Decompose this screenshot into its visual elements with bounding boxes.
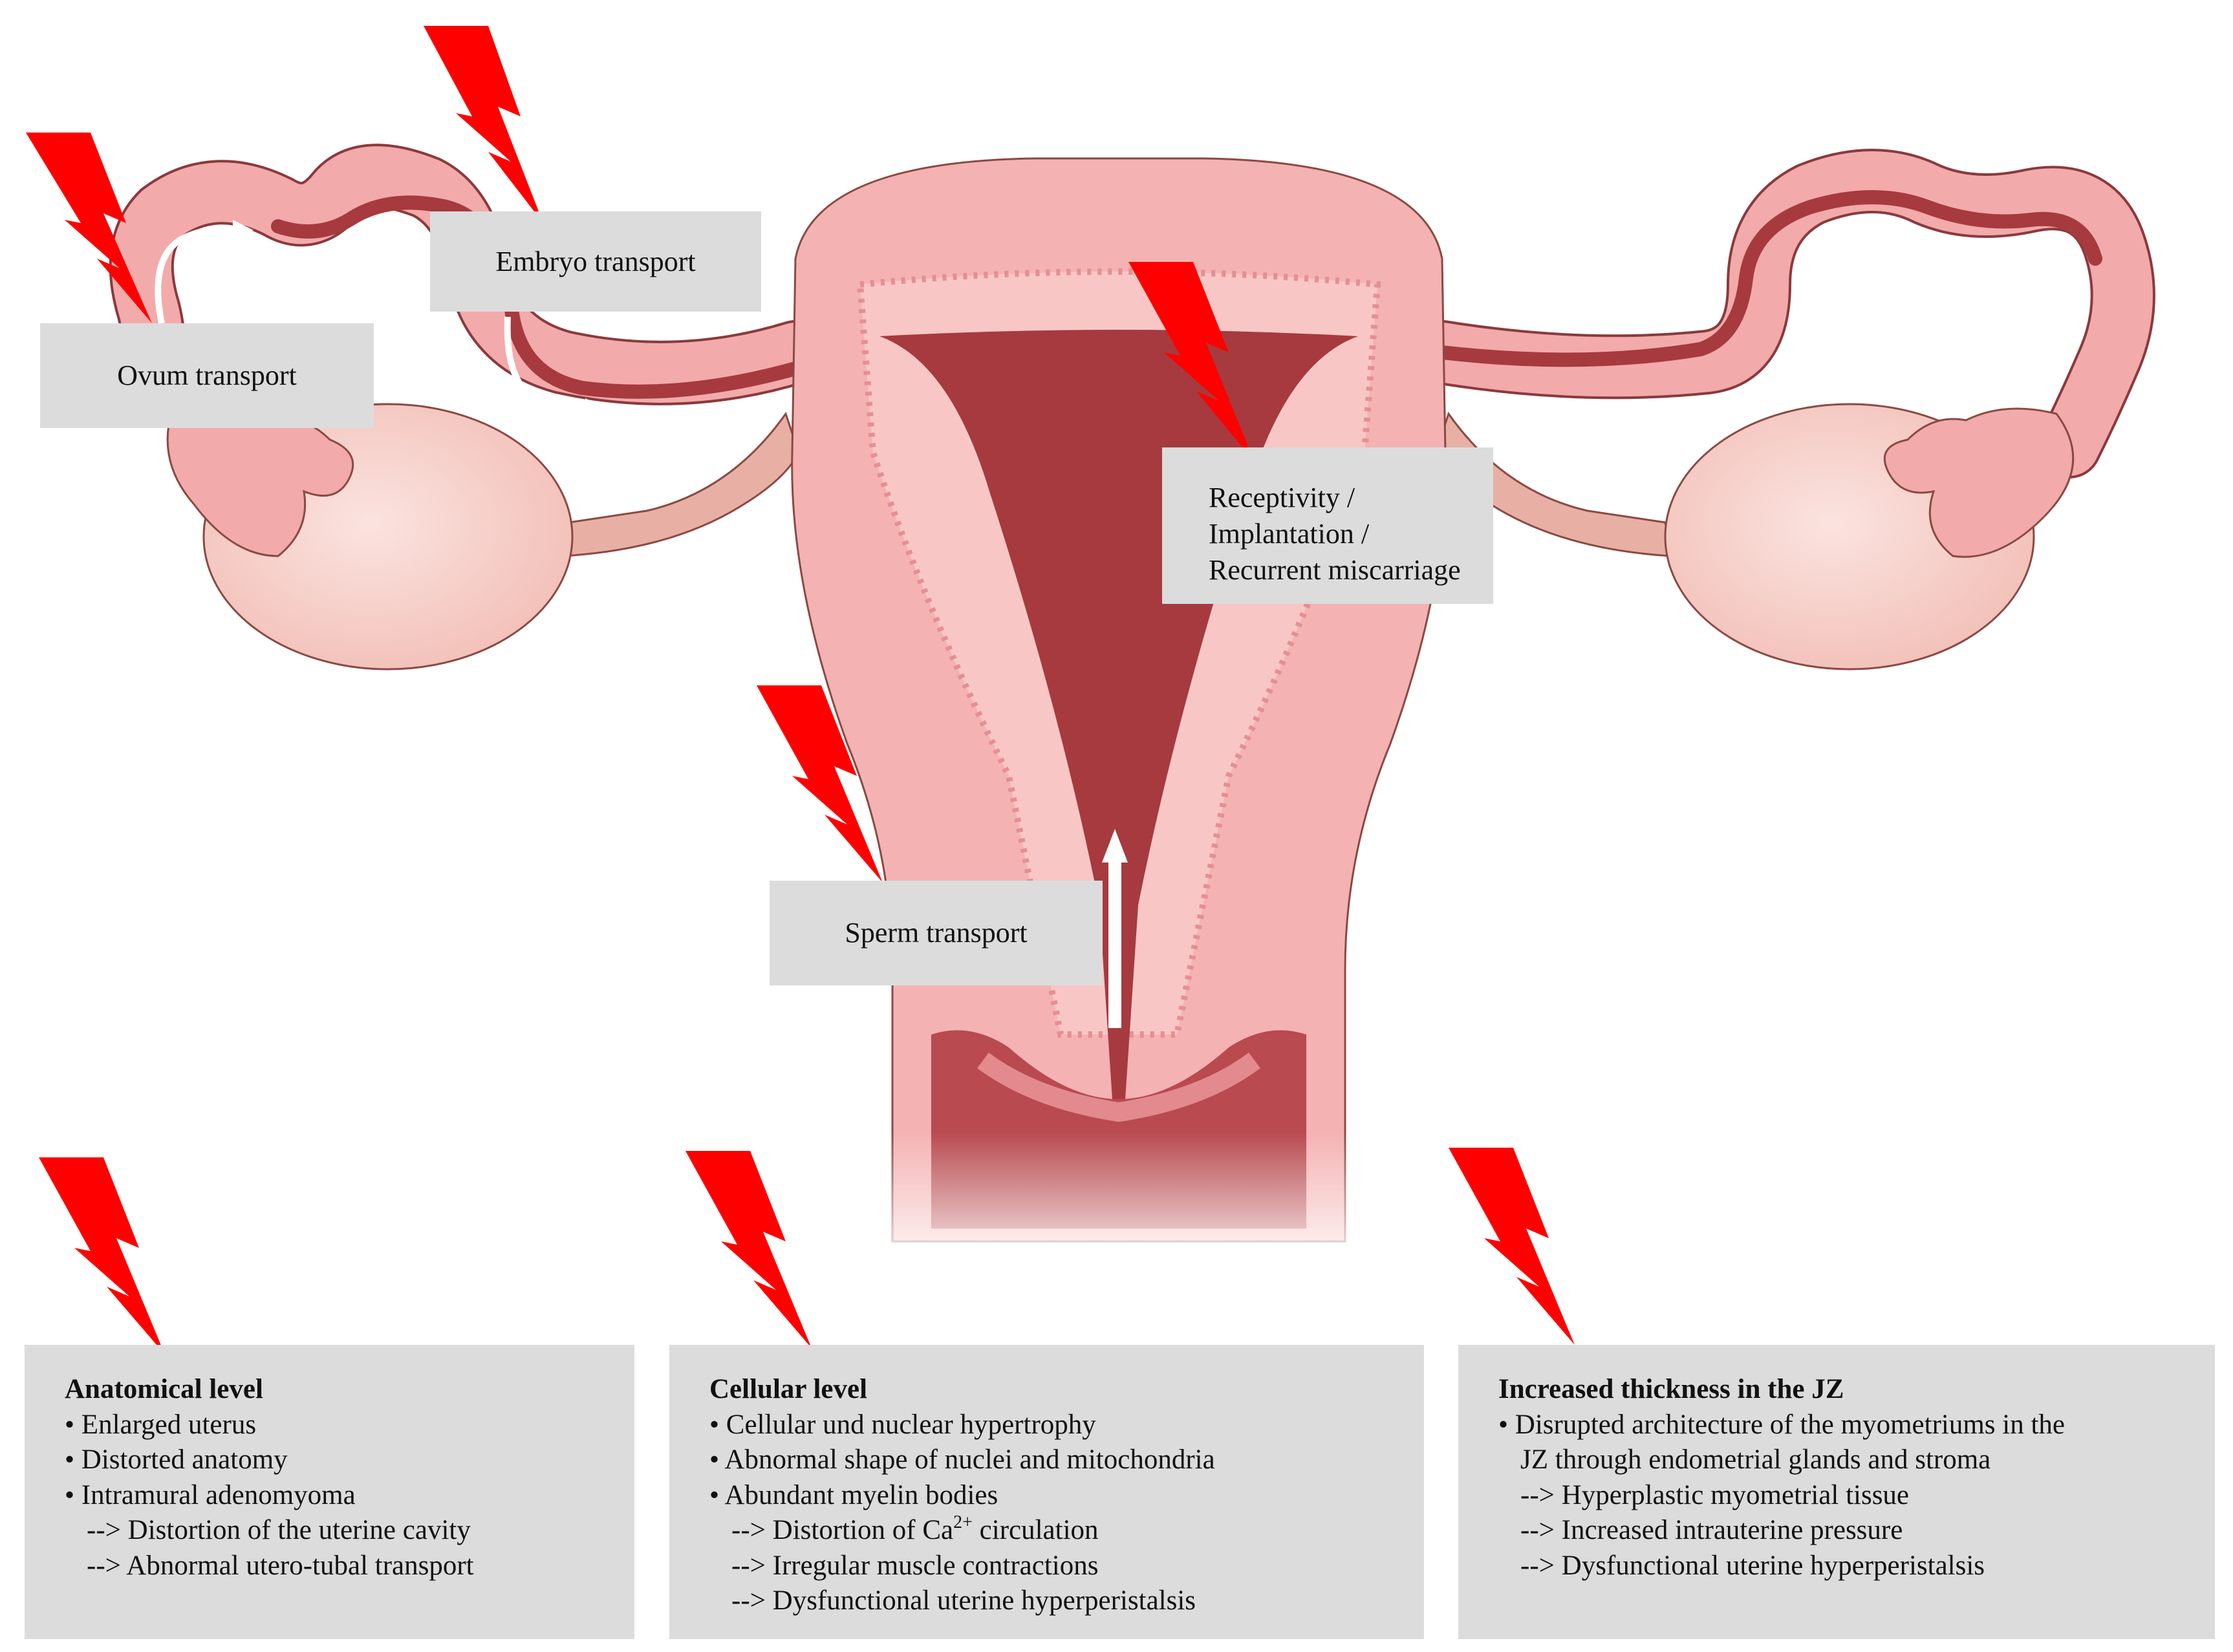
lightning-bolt-icon-4 — [757, 685, 883, 883]
cellular-sub-2: --> Irregular muscle contractions — [731, 1550, 1099, 1581]
lightning-bolt-icon-7 — [1449, 1148, 1575, 1345]
receptivity-label: Receptivity / Implantation / Recurrent m… — [1162, 447, 1493, 604]
right-fimbriae — [1883, 407, 2075, 558]
lightning-bolt-icon-6 — [685, 1151, 812, 1348]
anatomical-sub-2: --> Abnormal utero-tubal transport — [87, 1550, 474, 1581]
anatomical-bullet-3: • Intramural adenomyoma — [65, 1479, 356, 1510]
jz-bullet-1-continued: JZ through endometrial glands and stroma — [1520, 1444, 1991, 1475]
embryo-transport-text: Embryo transport — [495, 245, 696, 277]
jz-sub-2: --> Increased intrauterine pressure — [1520, 1515, 1903, 1545]
cellular-bullet-2: • Abnormal shape of nuclei and mitochond… — [709, 1444, 1215, 1475]
sperm-transport-text: Sperm transport — [845, 917, 1028, 949]
receptivity-line-3: Recurrent miscarriage — [1209, 554, 1461, 586]
cellular-sub-calcium: --> Distortion of Ca2+ circulation — [709, 1513, 1398, 1549]
left-ovarian-ligament — [561, 411, 800, 557]
anatomical-bullet-2: • Distorted anatomy — [65, 1444, 288, 1475]
calcium-prefix: --> Distortion of Ca — [731, 1515, 954, 1545]
jz-bullet-1: • Disrupted architecture of the myometri… — [1498, 1409, 2065, 1440]
anatomical-level-panel: Anatomical level • Enlarged uterus • Dis… — [25, 1345, 634, 1639]
anatomical-level-title: Anatomical level — [65, 1374, 263, 1404]
embryo-transport-label: Embryo transport — [430, 211, 761, 312]
ovum-transport-text: Ovum transport — [117, 359, 297, 391]
lightning-bolt-icon-5 — [39, 1157, 165, 1355]
lightning-bolt-icon-2 — [424, 26, 543, 223]
sperm-arrow-head — [1102, 829, 1128, 863]
calcium-suffix: circulation — [972, 1515, 1099, 1545]
receptivity-line-1: Receptivity / — [1209, 482, 1355, 513]
cellular-bullet-1: • Cellular und nuclear hypertrophy — [709, 1409, 1096, 1440]
cellular-sub-3: --> Dysfunctional uterine hyperperistals… — [731, 1585, 1196, 1616]
lightning-bolt-icon-3 — [1128, 262, 1255, 462]
sperm-arrow-shaft — [1108, 860, 1121, 1028]
lightning-bolt-icons — [26, 26, 1575, 1355]
anatomical-sub-1: --> Distortion of the uterine cavity — [87, 1515, 471, 1545]
cellular-level-title: Cellular level — [709, 1374, 868, 1404]
cellular-bullet-3: • Abundant myelin bodies — [709, 1479, 998, 1510]
uterine-cavity — [879, 330, 1358, 1099]
jz-sub-3: --> Dysfunctional uterine hyperperistals… — [1520, 1550, 1985, 1581]
cellular-level-panel: Cellular level • Cellular und nuclear hy… — [669, 1345, 1424, 1639]
sperm-transport-label: Sperm transport — [770, 881, 1103, 985]
ovum-transport-label: Ovum transport — [40, 323, 374, 428]
jz-thickness-panel: Increased thickness in the JZ • Disrupte… — [1458, 1345, 2215, 1639]
calcium-superscript: 2+ — [953, 1512, 973, 1532]
receptivity-line-2: Implantation / — [1209, 518, 1370, 550]
anatomical-bullet-1: • Enlarged uterus — [65, 1409, 257, 1440]
ovum-arrow — [155, 226, 233, 324]
embryo-arrow — [504, 316, 589, 413]
jz-sub-1: --> Hyperplastic myometrial tissue — [1520, 1479, 1910, 1510]
jz-thickness-title: Increased thickness in the JZ — [1498, 1374, 1844, 1404]
lightning-bolt-icon-1 — [26, 133, 152, 323]
